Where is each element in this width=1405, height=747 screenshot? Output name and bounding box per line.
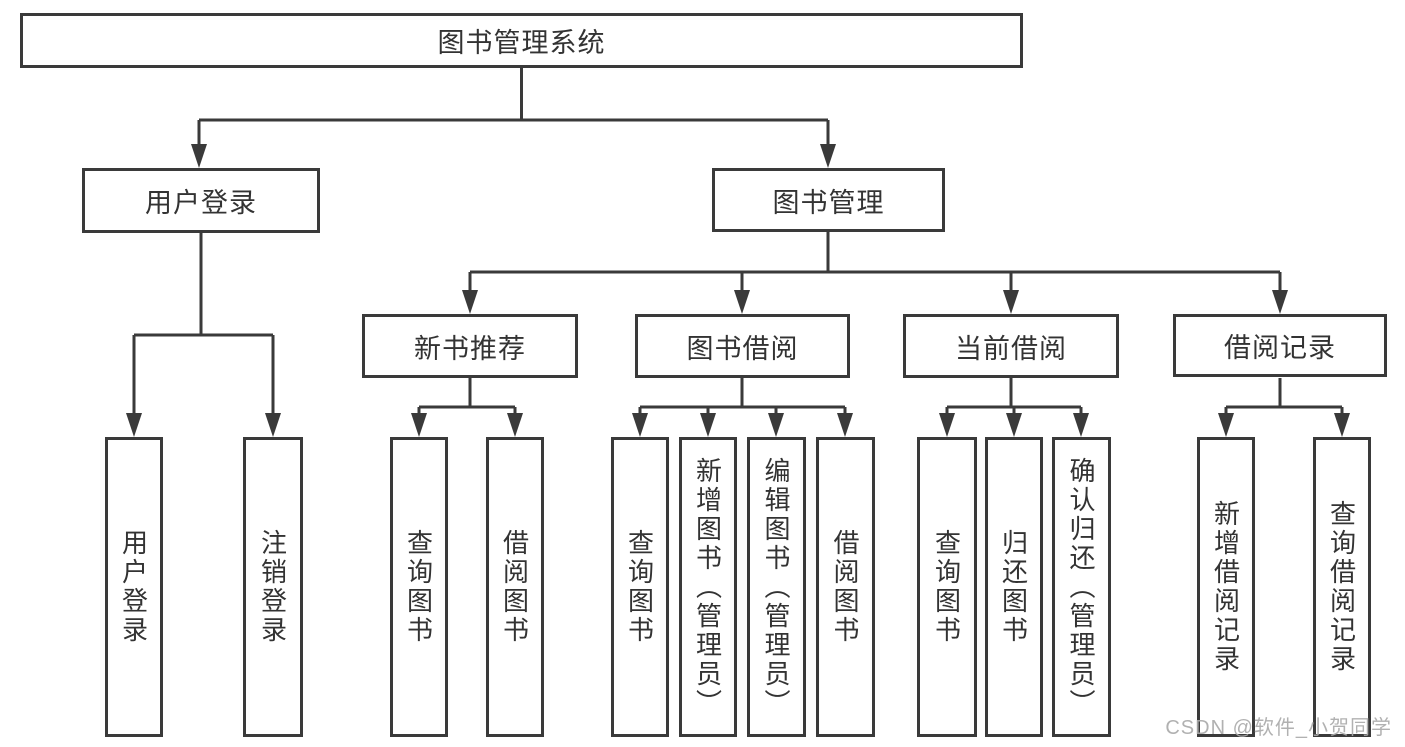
leaf-edit-books-admin: 编辑图书（管理员）	[747, 437, 806, 737]
connector-borrowing-records-to-children	[1224, 378, 1344, 417]
connector-new-book-recommend-to-children	[417, 378, 517, 417]
leaf-borrow-books-borrowing: 借阅图书	[816, 437, 875, 737]
node-label: 查询图书	[931, 529, 962, 645]
leaf-query-books-borrowing: 查询图书	[611, 437, 669, 737]
arrowhead	[265, 413, 281, 437]
node-current-borrowing: 当前借阅	[903, 314, 1119, 378]
node-label: 借阅记录	[1224, 333, 1336, 363]
node-label: 图书管理	[772, 187, 885, 218]
node-library-management-system: 图书管理系统	[20, 13, 1023, 68]
node-label: 当前借阅	[955, 333, 1067, 364]
node-label: 图书借阅	[686, 333, 799, 364]
arrowhead-layer	[126, 144, 1350, 437]
leaf-return-books: 归还图书	[985, 437, 1043, 737]
connector-current-borrowing-to-children	[945, 378, 1083, 417]
leaf-query-books-current: 查询图书	[917, 437, 977, 737]
node-user-login: 用户登录	[82, 168, 320, 233]
leaf-add-borrow-record: 新增借阅记录	[1197, 437, 1255, 737]
arrowhead	[837, 413, 853, 437]
node-label: 用户登录	[118, 529, 149, 645]
leaf-query-books-recommend: 查询图书	[390, 437, 448, 737]
node-book-borrowing: 图书借阅	[635, 314, 850, 378]
connector-book-management-to-children	[468, 232, 1282, 294]
arrowhead	[1006, 413, 1022, 437]
arrowhead	[939, 413, 955, 437]
node-label: 注销登录	[257, 529, 288, 645]
arrowhead	[1003, 290, 1019, 314]
connector-book-borrowing-to-children	[638, 378, 847, 417]
arrowhead	[191, 144, 207, 168]
node-label: 归还图书	[998, 529, 1029, 645]
node-borrowing-records: 借阅记录	[1173, 314, 1387, 377]
node-label: 查询借阅记录	[1326, 500, 1357, 674]
node-label: 查询图书	[624, 529, 655, 645]
node-label: 编辑图书（管理员）	[761, 456, 791, 718]
node-new-book-recommend: 新书推荐	[362, 314, 578, 378]
leaf-logout: 注销登录	[243, 437, 303, 737]
connector-root-to-level2	[197, 68, 830, 148]
node-label: 借阅图书	[499, 529, 530, 645]
node-label: 新增图书（管理员）	[692, 456, 723, 718]
arrowhead	[1218, 413, 1234, 437]
leaf-query-borrow-record: 查询借阅记录	[1313, 437, 1371, 737]
node-label: 新增借阅记录	[1210, 500, 1241, 674]
arrowhead	[700, 413, 716, 437]
arrowhead	[411, 413, 427, 437]
node-label: 新书推荐	[414, 333, 526, 364]
node-label: 确认归还（管理员）	[1066, 456, 1096, 718]
connector-lines	[132, 68, 1344, 417]
arrowhead	[1272, 290, 1288, 314]
leaf-borrow-books-recommend: 借阅图书	[486, 437, 544, 737]
node-label: 用户登录	[145, 188, 257, 218]
connector-user-login-to-children	[132, 233, 275, 417]
node-label: 查询图书	[403, 529, 434, 645]
node-label: 借阅图书	[830, 529, 860, 645]
arrowhead	[462, 290, 478, 314]
arrowhead	[768, 413, 784, 437]
leaf-confirm-return-admin: 确认归还（管理员）	[1052, 437, 1111, 737]
node-label: 图书管理系统	[437, 28, 606, 58]
arrowhead	[820, 144, 836, 168]
leaf-add-books-admin: 新增图书（管理员）	[679, 437, 737, 737]
node-book-management: 图书管理	[712, 168, 945, 232]
arrowhead	[1073, 413, 1089, 437]
leaf-user-login: 用户登录	[105, 437, 163, 737]
arrowhead	[507, 413, 523, 437]
arrowhead	[1334, 413, 1350, 437]
csdn-watermark: CSDN @软件_小贺同学	[1165, 717, 1392, 739]
arrowhead	[632, 413, 648, 437]
arrowhead	[126, 413, 142, 437]
arrowhead	[734, 290, 750, 314]
